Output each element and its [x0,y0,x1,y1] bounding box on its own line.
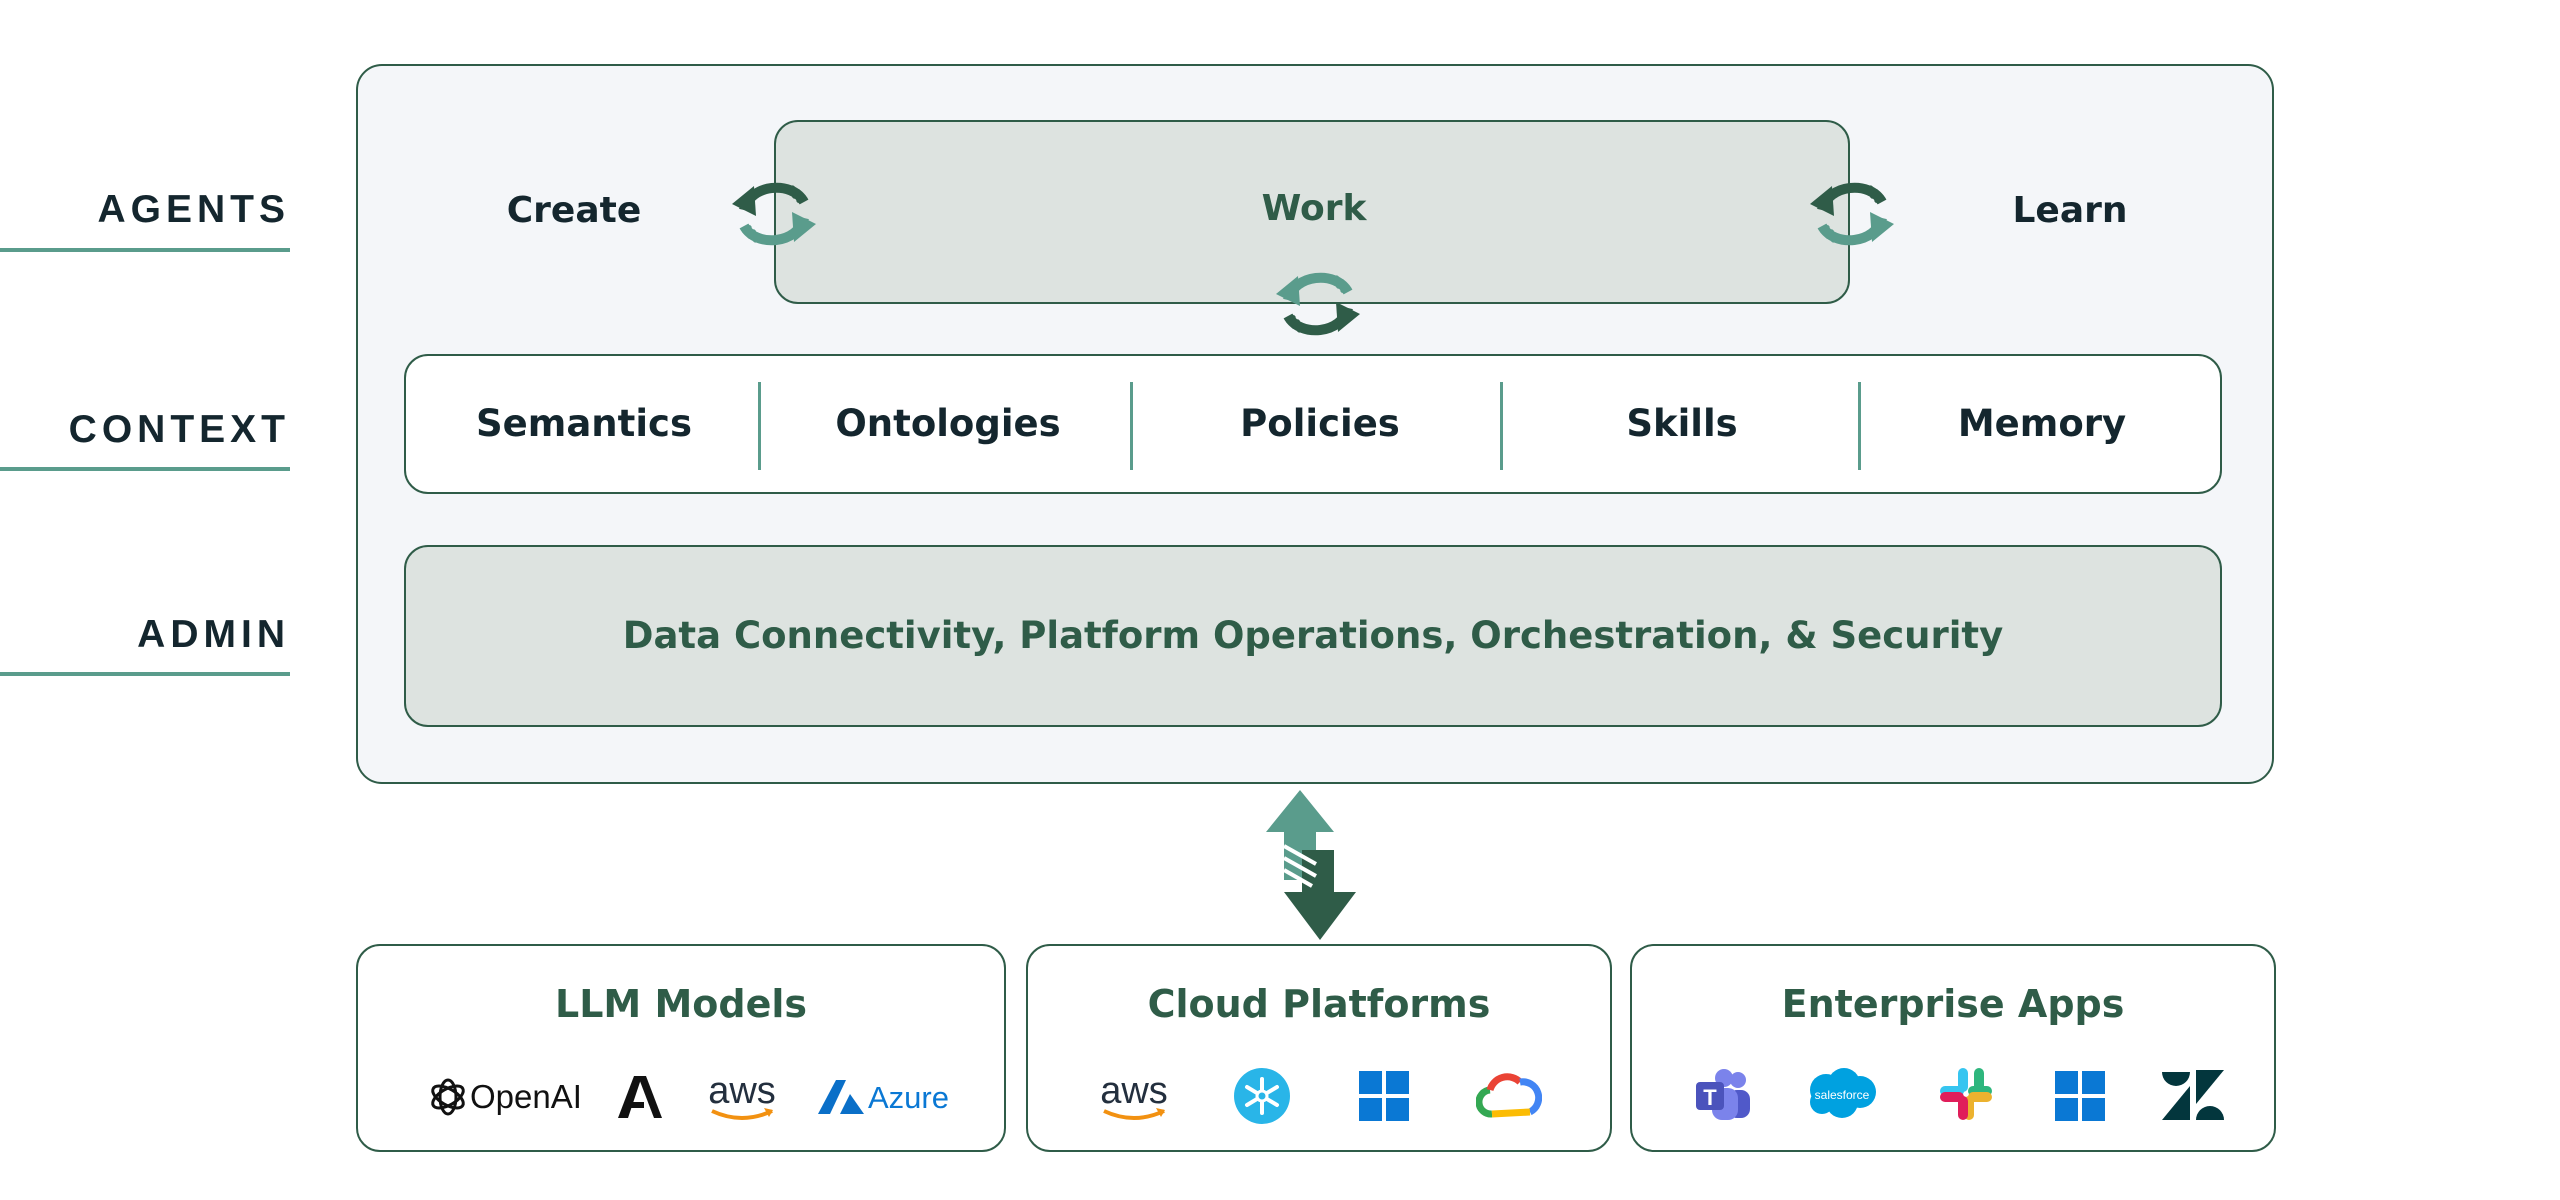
enterprise-apps-title: Enterprise Apps [1781,982,2125,1026]
layer-label-context: CONTEXT [68,408,290,451]
zendesk-logo-icon [2160,1068,2226,1122]
aws-label: aws [708,1070,776,1112]
salesforce-label: salesforce [1815,1088,1870,1102]
context-item-policies: Policies [1240,402,1400,445]
agent-learn: Learn [2012,190,2128,231]
azure-label: Azure [868,1080,949,1115]
layer-rule-agents [0,248,290,252]
llm-models-title: LLM Models [554,982,807,1026]
salesforce-logo-icon: salesforce [1802,1064,1882,1124]
context-item-skills: Skills [1626,402,1738,445]
context-divider [1130,382,1133,470]
aws-logo-icon: aws [1094,1062,1174,1132]
teams-label: T [1703,1085,1717,1110]
layer-rule-context [0,467,290,471]
agent-work: Work [1261,188,1367,229]
agent-create: Create [506,190,642,231]
layer-rule-admin [0,672,290,676]
context-box: Semantics Ontologies Policies Skills Mem… [404,354,2222,494]
context-item-ontologies: Ontologies [835,402,1061,445]
create-work-cycle-icon [722,166,826,262]
openai-label: OpenAI [470,1078,582,1115]
google-cloud-logo-icon [1475,1068,1543,1124]
windows-logo-icon [1358,1070,1410,1122]
aws-logo-icon: aws [702,1062,782,1132]
bidirectional-arrow-icon [1266,790,1356,940]
openai-logo-icon: OpenAI [426,1072,586,1122]
work-learn-cycle-icon [1800,166,1904,262]
context-divider [1500,382,1503,470]
admin-box: Data Connectivity, Platform Operations, … [404,545,2222,727]
cloud-platforms-title: Cloud Platforms [1147,982,1491,1026]
aws-label: aws [1100,1070,1168,1112]
llm-models-box: LLM Models OpenAI aws Az [356,944,1006,1152]
context-divider [1858,382,1861,470]
agent-work-box: Work [774,120,1850,304]
context-item-semantics: Semantics [476,402,692,445]
layer-label-admin: ADMIN [137,613,290,656]
cloud-platforms-box: Cloud Platforms aws [1026,944,1612,1152]
azure-logo-icon: Azure [816,1072,956,1122]
anthropic-logo-icon [616,1074,672,1120]
context-divider [758,382,761,470]
layer-label-agents: AGENTS [97,188,290,231]
teams-logo-icon: T [1694,1068,1754,1124]
enterprise-apps-box: Enterprise Apps T salesforce [1630,944,2276,1152]
work-context-cycle-icon [1266,256,1370,352]
context-item-memory: Memory [1957,402,2127,445]
snowflake-logo-icon [1232,1066,1292,1126]
windows-logo-icon [2054,1070,2106,1122]
slack-logo-icon [1938,1066,1994,1122]
